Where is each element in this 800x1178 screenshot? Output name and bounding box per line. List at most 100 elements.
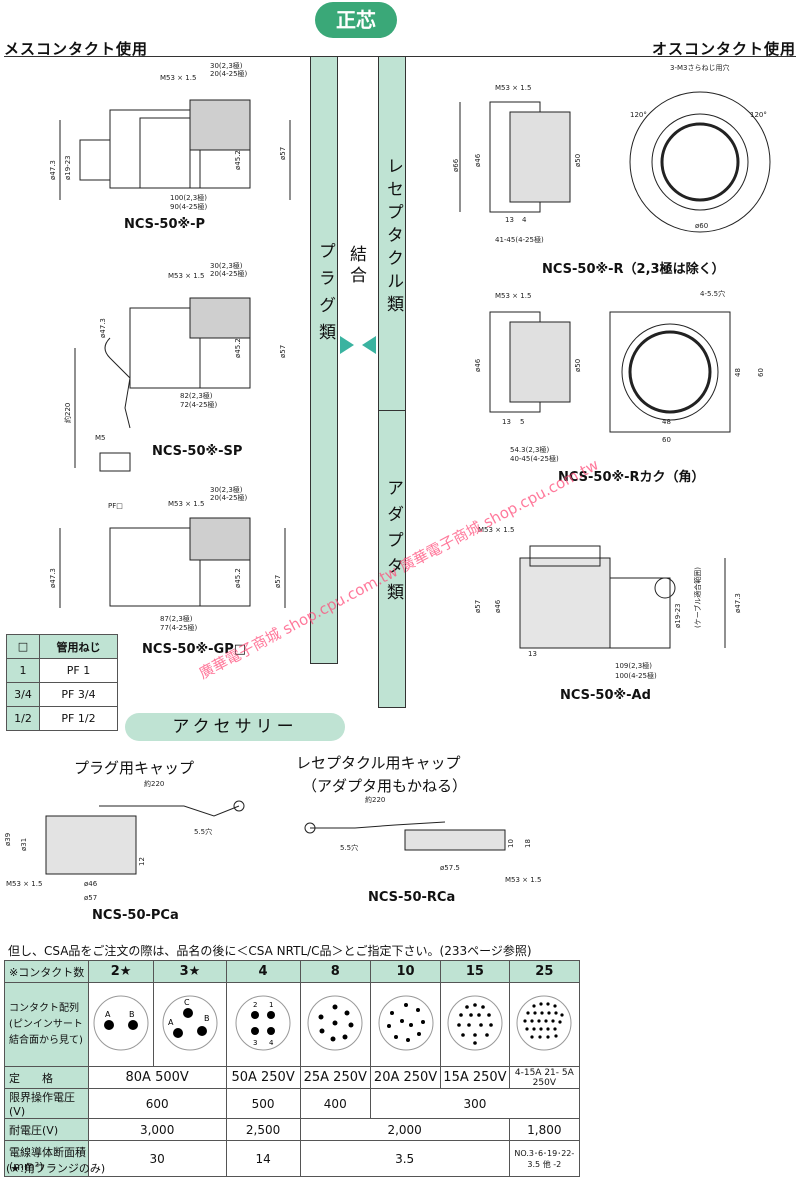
dim-55-rca: 5.5穴 (340, 843, 358, 852)
right-arrow-icon (340, 336, 354, 354)
dim-30-sp: 30(2,3極) (210, 261, 243, 270)
drawing-p: M53 × 1.5 30(2,3極) 20(4-25極) ø45.2 ø57 ø… (49, 61, 291, 211)
limit-8: 400 (299, 1088, 371, 1119)
limit-4: 500 (225, 1088, 301, 1119)
pipe-cell: PF 1/2 (39, 706, 118, 731)
row-label-layout: コンタクト配列(ピンインサート結合面から見て) (4, 982, 89, 1067)
table-row: 限界操作電圧(V) 600 500 400 300 (4, 1088, 581, 1119)
dim-13-ad: 13 (528, 650, 537, 658)
layout-15 (440, 982, 510, 1067)
receptacle-band: レセプタクル類 (378, 56, 406, 412)
model-gp: NCS-50※-GP□ (142, 642, 247, 657)
dim-13-r: 13 (505, 216, 514, 224)
dim-20-gp: 20(4-25極) (210, 493, 248, 502)
pin-label: B (204, 1014, 210, 1023)
row-label-contacts: ※コンタクト数 (4, 960, 89, 983)
layout-8 (299, 982, 371, 1067)
pin-label: A (168, 1018, 174, 1027)
pipe-cell: 3/4 (6, 682, 40, 707)
dim-phi57-sp: ø57 (279, 345, 287, 358)
dim-len72: 72(4-25極) (180, 400, 218, 409)
adapter-band: アダプタ類 (378, 410, 406, 708)
dim-48h: 48 (662, 418, 671, 426)
dim-220-rca: 約220 (365, 795, 385, 804)
dim-len90: 90(4-25極) (170, 202, 208, 211)
layout-25 (508, 982, 581, 1067)
receptacle-label: レセプタクル類 (383, 157, 403, 318)
dim-phi47-gp: ø47.3 (49, 568, 57, 588)
row-label-rating: 定 格 (4, 1066, 89, 1089)
pipe-header-1: 管用ねじ (39, 634, 118, 659)
dim-12: 12 (138, 857, 146, 866)
dim-m53: M53 × 1.5 (160, 74, 196, 82)
dim-m53-gp: M53 × 1.5 (168, 500, 204, 508)
rating-4: 50A 250V (225, 1066, 301, 1089)
plug-band: プラグ類 (310, 56, 338, 664)
drawing-pca: 約220 5.5穴 ø39 ø31 12 M53 × 1.5 ø46 ø57 (4, 779, 245, 902)
pin-label: 2 (253, 1001, 257, 1009)
withstand-8-15: 2,000 (299, 1118, 510, 1141)
center-pill: 正芯 (315, 2, 397, 38)
layout-10 (369, 982, 442, 1067)
footnote: (★:角フランジのみ) (6, 1162, 106, 1175)
dim-48v: 48 (734, 368, 742, 377)
dim-pf: PF□ (108, 502, 123, 510)
wire-25: NO.3･6･19･22-3.5 他 -2 (508, 1140, 581, 1177)
limit-2-3: 600 (87, 1088, 227, 1119)
wire-8-15: 3.5 (299, 1140, 510, 1177)
plug-label: プラグ類 (315, 242, 335, 350)
table-row: ※コンタクト数 2★ 3★ 4 8 10 15 25 (4, 960, 581, 983)
dim-109: 109(2,3極) (615, 661, 652, 670)
pin-label: 3 (253, 1039, 257, 1047)
dim-220: 約220 (63, 403, 72, 423)
dim-13-rk: 13 (502, 418, 511, 426)
dim-60v: 60 (757, 368, 765, 377)
row-label-wire: 電線導体断面積(mm²) (4, 1140, 89, 1177)
dim-m53-pca: M53 × 1.5 (6, 880, 42, 888)
table-row: 定 格 80A 500V 50A 250V 25A 250V 20A 250V … (4, 1066, 581, 1089)
join-label: 結合 (346, 245, 366, 287)
row-label-limit: 限界操作電圧(V) (4, 1088, 89, 1119)
drawing-sp: M53 × 1.5 30(2,3極) 20(4-25極) ø45.2 ø57 ø… (63, 261, 287, 472)
dim-m53-r: M53 × 1.5 (495, 84, 531, 92)
dim-phi50-rk: ø50 (574, 359, 582, 372)
drawing-ad: M53 × 1.5 ø57 ø46 ø19-23 (ケーブル適合範囲) ø47.… (474, 526, 742, 680)
row-label-withstand: 耐電圧(V) (4, 1118, 89, 1141)
dim-hole4: 4-5.5穴 (700, 289, 725, 298)
dim-phi66: ø66 (452, 158, 460, 172)
dim-phi57: ø57 (279, 147, 287, 160)
plug-cap-title: プラグ用キャップ (74, 759, 195, 777)
contacts-3: 3★ (153, 960, 227, 983)
dim-phi45-sp: ø45.2 (234, 338, 242, 358)
pin-label: 4 (269, 1039, 274, 1047)
pin-label: 1 (269, 1001, 273, 1009)
dim-m53-rca: M53 × 1.5 (505, 876, 541, 884)
dim-10: 10 (507, 839, 515, 848)
layout-4: 2 1 3 4 (225, 982, 301, 1067)
pin-layout-4-icon: 2 1 3 4 (235, 995, 291, 1051)
dim-20-sp: 20(4-25極) (210, 269, 248, 278)
dim-phi39: ø39 (4, 833, 12, 846)
dim-m3: 3-M3さらねじ用穴 (670, 63, 729, 72)
pin-layout-8-icon (307, 995, 363, 1051)
spec-table: ※コンタクト数 2★ 3★ 4 8 10 15 25 コンタクト配列(ピンインサ… (4, 960, 581, 1177)
pin-layout-25-icon (516, 995, 572, 1051)
pipe-cell: 1 (6, 658, 40, 683)
dim-phi47-ad: ø47.3 (734, 593, 742, 613)
dim-phi45-gp: ø45.2 (234, 568, 242, 588)
adapter-label: アダプタ類 (383, 479, 403, 609)
table-row: 耐電圧(V) 3,000 2,500 2,000 1,800 (4, 1118, 581, 1141)
dim-20: 20(4-25極) (210, 69, 248, 78)
dim-m53-ad: M53 × 1.5 (478, 526, 514, 534)
dim-phi31: ø31 (20, 838, 28, 851)
withstand-2-3: 3,000 (87, 1118, 227, 1141)
dim-phi60: ø60 (695, 222, 708, 230)
contacts-4: 4 (225, 960, 301, 983)
left-arrow-icon (362, 336, 376, 354)
contacts-25: 25 (508, 960, 581, 983)
contacts-8: 8 (299, 960, 371, 983)
dim-120b: 120° (750, 111, 767, 119)
